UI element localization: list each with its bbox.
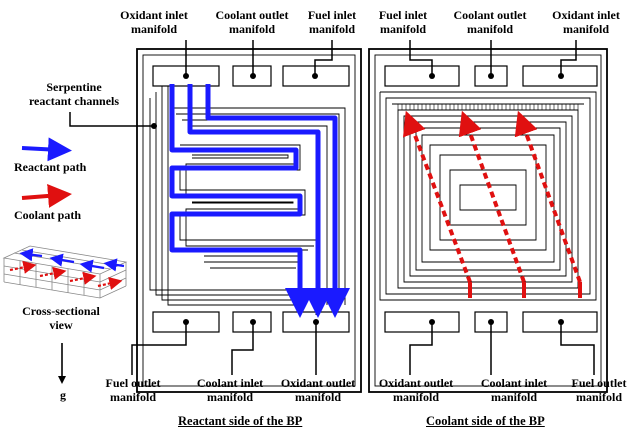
label-coolant-bottom-fuel-outlet: Fuel outlet manifold bbox=[571, 376, 627, 404]
left-bottom-leaders bbox=[131, 322, 317, 375]
coolant-inlet-manifold-box bbox=[232, 311, 272, 333]
dot-coolant-outlet bbox=[250, 73, 256, 79]
coolant-path-red bbox=[402, 110, 582, 298]
label-reactant-bottom-oxidant-outlet: Oxidant outlet manifold bbox=[280, 376, 356, 404]
label-coolant-top-fuel-inlet: Fuel inlet manifold bbox=[378, 8, 428, 36]
cross-section-sketch bbox=[2, 245, 128, 299]
label-gravity: g bbox=[60, 388, 66, 402]
label-serpentine-channels: Serpentine reactant channels bbox=[28, 80, 120, 108]
left-top-leaders bbox=[185, 40, 333, 76]
label-reactant-top-fuel-inlet: Fuel inlet manifold bbox=[307, 8, 357, 36]
label-cross-section: Cross-sectional view bbox=[22, 304, 100, 332]
dot-oxidant-outlet bbox=[313, 319, 319, 325]
fuel-inlet-manifold-box bbox=[282, 65, 350, 87]
right-top-leaders bbox=[409, 40, 577, 76]
caption-reactant-side: Reactant side of the BP bbox=[178, 414, 303, 428]
coolant-hatch bbox=[397, 104, 579, 110]
label-reactant-top-oxidant-inlet: Oxidant inlet manifold bbox=[120, 8, 188, 36]
right-bottom-leaders bbox=[409, 322, 595, 375]
dot-fuel-inlet bbox=[312, 73, 318, 79]
label-coolant-top-coolant-outlet: Coolant outlet manifold bbox=[453, 8, 527, 36]
label-coolant-bottom-coolant-inlet: Coolant inlet manifold bbox=[480, 376, 548, 404]
label-legend-coolant: Coolant path bbox=[14, 208, 82, 222]
coolant-channels-right bbox=[379, 91, 597, 301]
label-reactant-bottom-coolant-inlet: Coolant inlet manifold bbox=[196, 376, 264, 404]
legend-reactant-arrow bbox=[21, 137, 72, 162]
label-coolant-top-oxidant-inlet: Oxidant inlet manifold bbox=[552, 8, 620, 36]
serpentine-leader bbox=[69, 112, 154, 127]
label-reactant-top-coolant-outlet: Coolant outlet manifold bbox=[215, 8, 289, 36]
label-reactant-bottom-fuel-outlet: Fuel outlet manifold bbox=[105, 376, 161, 404]
coolant-side-plate bbox=[368, 48, 608, 393]
caption-coolant-side: Coolant side of the BP bbox=[426, 414, 545, 428]
reactant-path-blue bbox=[169, 84, 350, 318]
coolant-outlet-manifold-box bbox=[232, 65, 272, 87]
dot-coolant-inlet bbox=[250, 319, 256, 325]
legend-coolant-arrow bbox=[21, 183, 72, 208]
label-legend-reactant: Reactant path bbox=[14, 160, 87, 174]
dot-oxidant-inlet bbox=[183, 73, 189, 79]
label-coolant-bottom-oxidant-outlet: Oxidant outlet manifold bbox=[378, 376, 454, 404]
dot-fuel-outlet bbox=[183, 319, 189, 325]
